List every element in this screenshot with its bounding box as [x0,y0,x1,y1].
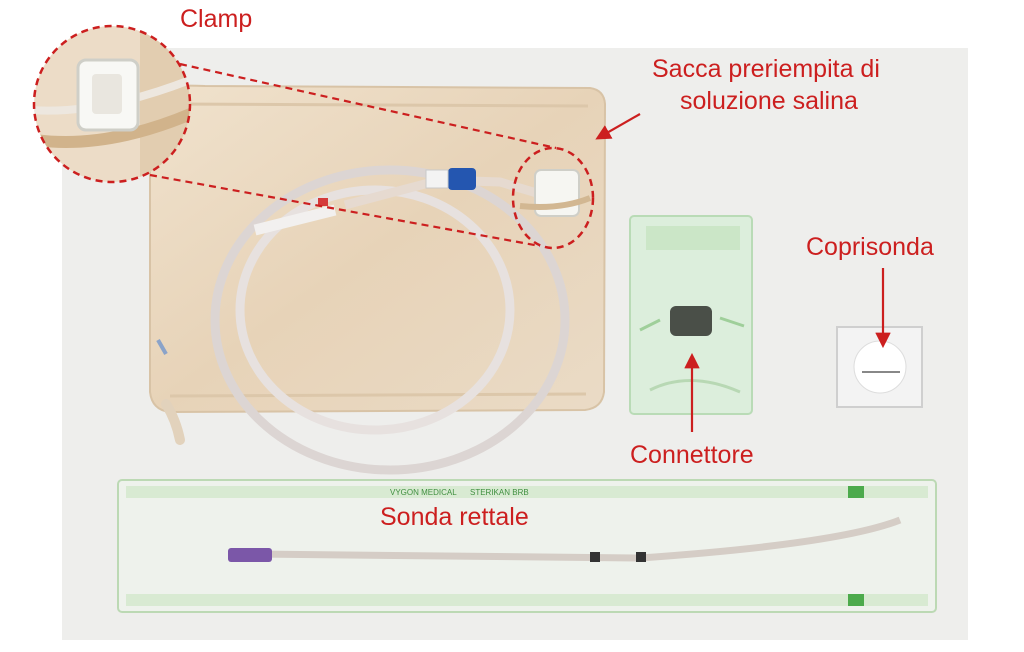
connector-label: Connettore [630,441,754,469]
probe-cover-label: Coprisonda [806,233,934,261]
saline-bag-arrow [595,113,641,140]
rectal-tube-label: Sonda rettale [380,503,529,531]
probe-cover-sachet [836,326,923,408]
saline-bag-label-line2: soluzione salina [680,87,858,115]
rectal-tube-name-print: STERIKAN BRB [470,488,529,497]
roller-clamp [318,168,476,206]
connector-package [629,215,753,415]
saline-bag [149,84,607,445]
clamp-label: Clamp [180,5,253,33]
bag-clamp [519,169,592,217]
tubing-coil [210,165,570,475]
rectal-tube-brand-print: VYGON MEDICAL [390,488,457,497]
rectal-tube-package [117,479,937,613]
saline-bag-label-line1: Sacca preriempita di [652,55,880,83]
